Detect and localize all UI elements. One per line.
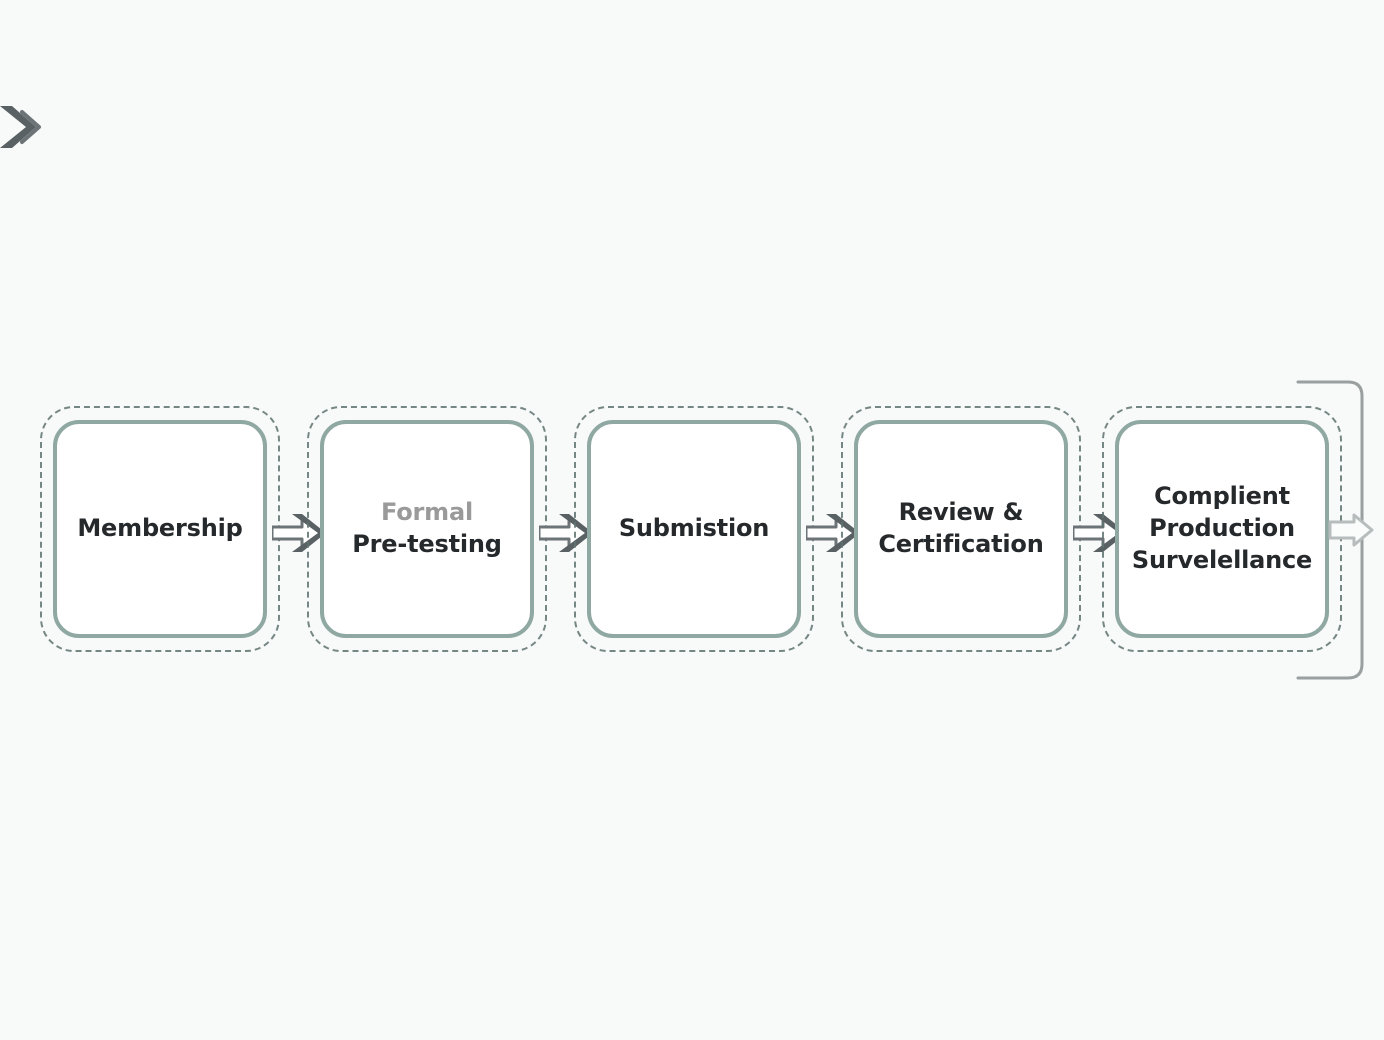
step-label: Submistion	[618, 513, 770, 545]
step-box: Complient Production Survelellance	[1115, 420, 1329, 638]
step-label: Review & Certification	[878, 497, 1043, 560]
step-label-line: Pre-testing	[352, 530, 502, 558]
step-label-line: Submistion	[618, 514, 770, 543]
process-step-membership[interactable]: Membership	[40, 406, 280, 652]
step-label-line: Production	[1149, 514, 1295, 543]
step-label-line: Complient	[1154, 482, 1290, 511]
process-flow-row: Membership Formal Pre-testing	[0, 406, 1384, 656]
process-step-formal-pre-testing[interactable]: Formal Pre-testing	[307, 406, 547, 652]
process-step-submistion[interactable]: Submistion	[574, 406, 814, 652]
entry-arrow-icon	[0, 100, 54, 154]
connector-arrow-2-icon	[539, 510, 595, 556]
connector-arrow-1-icon	[272, 510, 328, 556]
step-label-line-muted: Formal	[381, 498, 473, 527]
step-box: Submistion	[587, 420, 801, 638]
connector-arrow-3-icon	[806, 510, 862, 556]
step-label: Formal Pre-testing	[352, 497, 502, 560]
step-label-line: Membership	[77, 514, 243, 543]
step-label-line: Review &	[898, 498, 1024, 527]
step-box: Formal Pre-testing	[320, 420, 534, 638]
process-step-complient-production-survelellance[interactable]: Complient Production Survelellance	[1102, 406, 1342, 652]
step-label: Complient Production Survelellance	[1132, 481, 1312, 576]
step-label: Membership	[77, 513, 242, 545]
step-label-line: Survelellance	[1131, 545, 1313, 574]
loopback-bracket-icon	[1292, 370, 1384, 690]
step-label-line: Certification	[878, 530, 1044, 558]
process-step-review-certification[interactable]: Review & Certification	[841, 406, 1081, 652]
step-box: Membership	[53, 420, 267, 638]
step-box: Review & Certification	[854, 420, 1068, 638]
